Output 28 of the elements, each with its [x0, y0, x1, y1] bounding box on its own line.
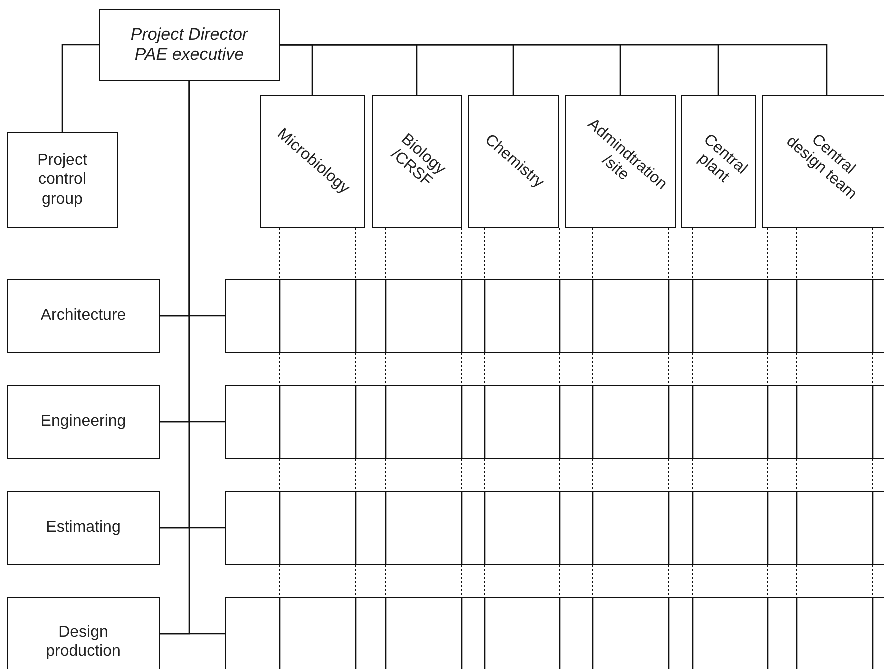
discipline-box [565, 95, 676, 228]
unit-name: Engineering [40, 412, 128, 432]
connector-line [160, 315, 225, 317]
matrix-row [225, 385, 884, 459]
matrix-row [225, 491, 884, 565]
discipline-box [681, 95, 756, 228]
unit-box [7, 385, 160, 459]
unit-name: Estimating [45, 518, 122, 538]
discipline-box [372, 95, 462, 228]
director-box [99, 9, 280, 81]
unit-name: Design production [45, 622, 122, 662]
connector-line [160, 633, 225, 635]
connector-line [160, 421, 225, 423]
discipline-box [468, 95, 559, 228]
discipline-box [762, 95, 884, 228]
unit-box [7, 491, 160, 565]
unit-box [7, 132, 118, 228]
connector-line [62, 44, 99, 132]
connector-line [160, 527, 225, 529]
matrix-row [225, 279, 884, 353]
matrix-row [225, 597, 884, 669]
unit-box [7, 597, 160, 669]
connector-line [280, 44, 828, 95]
unit-name: Architecture [40, 306, 128, 326]
unit-name: Project control group [36, 151, 88, 209]
unit-box [7, 279, 160, 353]
discipline-box [260, 95, 365, 228]
role-title: Project Director PAE executive [130, 24, 250, 66]
